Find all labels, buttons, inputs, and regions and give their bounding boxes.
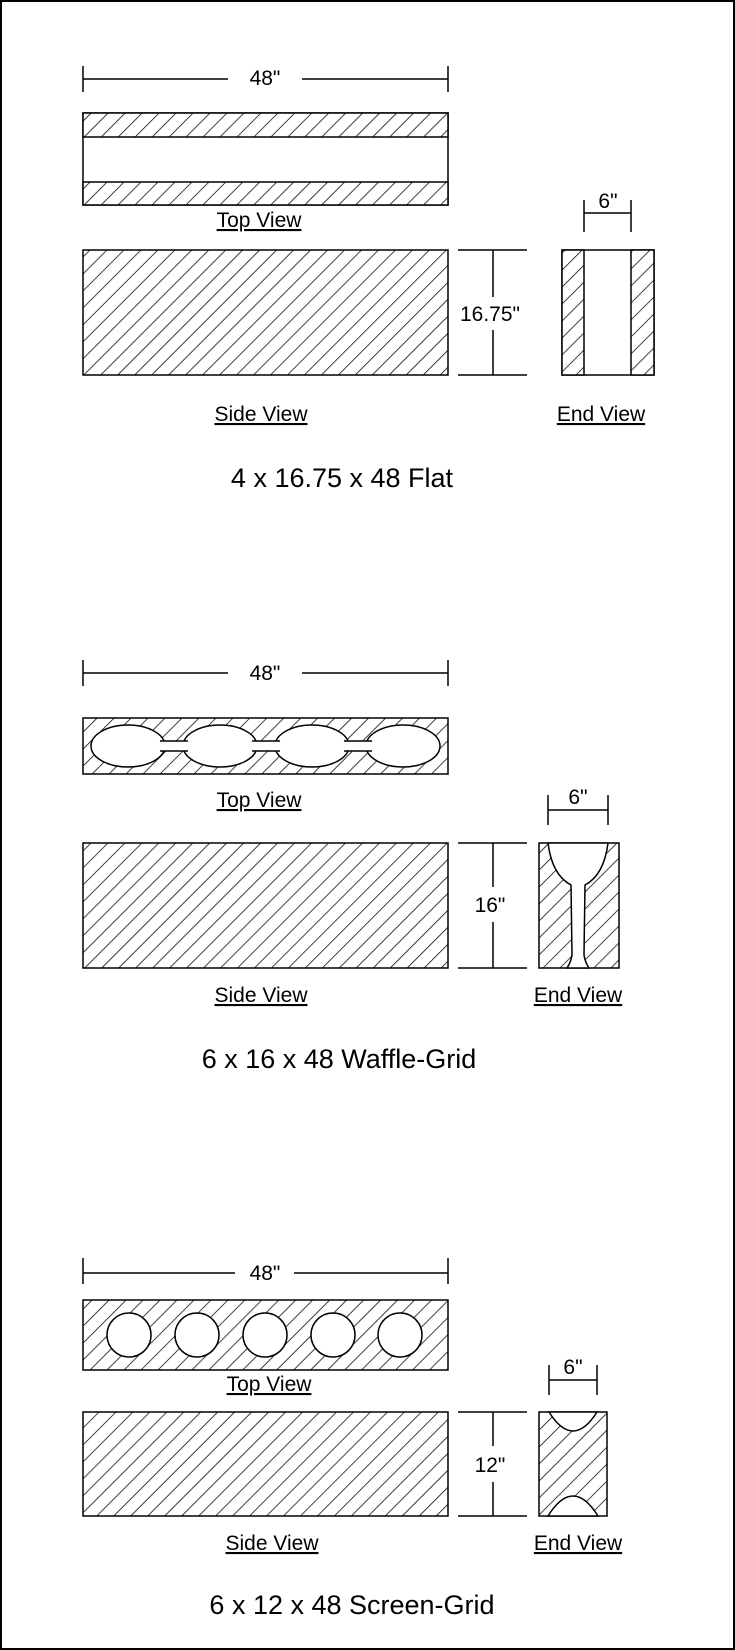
side-view (82, 1411, 449, 1517)
side-view-label: Side View (225, 1532, 319, 1555)
width-label: 48" (250, 1262, 281, 1285)
top-view-label: Top View (217, 789, 303, 812)
block-title: 6 x 12 x 48 Screen-Grid (209, 1590, 494, 1620)
thickness-dimension (583, 200, 632, 232)
top-view (82, 112, 449, 206)
end-view-label: End View (534, 1532, 623, 1555)
top-view-label: Top View (217, 209, 303, 232)
block-title: 6 x 16 x 48 Waffle-Grid (202, 1044, 477, 1074)
end-view (538, 1411, 608, 1517)
top-view-label: Top View (227, 1373, 313, 1396)
end-view (538, 842, 620, 969)
block-title: 4 x 16.75 x 48 Flat (231, 463, 454, 493)
thickness-label: 6" (563, 1356, 582, 1379)
height-label: 16.75" (460, 303, 520, 326)
height-label: 16" (475, 894, 506, 917)
width-dimension (82, 660, 449, 686)
thickness-dimension (548, 1365, 598, 1395)
top-view (82, 1299, 449, 1371)
block-flat: 48" Top View 16.75" Side View (82, 66, 655, 493)
height-dimension (458, 1411, 527, 1517)
thickness-label: 6" (598, 190, 617, 213)
side-view-label: Side View (214, 984, 308, 1007)
top-view (82, 717, 449, 775)
side-view (82, 842, 449, 969)
end-view (561, 249, 655, 376)
end-view-label: End View (557, 403, 646, 426)
height-dimension (458, 249, 527, 376)
thickness-label: 6" (568, 786, 587, 809)
width-dimension (82, 1258, 449, 1284)
side-view-label: Side View (214, 403, 308, 426)
width-dimension (82, 66, 449, 92)
width-label: 48" (250, 67, 281, 90)
width-label: 48" (250, 662, 281, 685)
height-label: 12" (475, 1454, 506, 1477)
block-screen-grid: 48" Top View 12" Side View (82, 1258, 623, 1620)
end-view-label: End View (534, 984, 623, 1007)
block-waffle-grid: 48" Top View 16" Side View (82, 660, 623, 1074)
thickness-dimension (547, 795, 609, 825)
height-dimension (458, 842, 527, 969)
side-view (82, 249, 449, 376)
